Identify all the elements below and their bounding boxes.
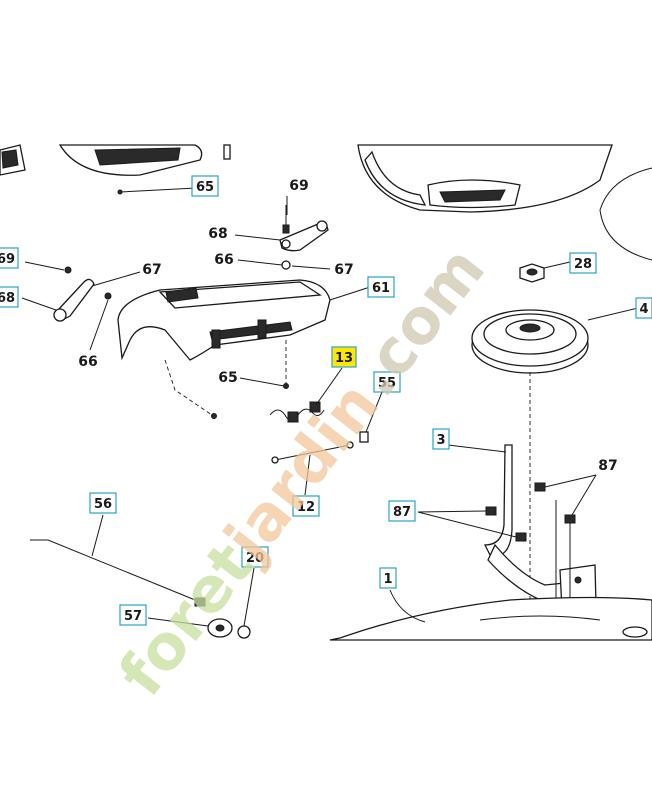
leader-line [24, 261, 65, 271]
deck-part-1 [329, 596, 652, 641]
nut-part-28 [519, 263, 545, 283]
callout-12: 12 [297, 500, 315, 515]
clip-part-20 [237, 625, 251, 639]
leader-line [571, 474, 597, 516]
top-left-part [0, 144, 203, 176]
watermark-part-2: jardin [208, 368, 393, 576]
fastener-icon [283, 383, 289, 389]
leader-line [119, 187, 197, 193]
leader-line [89, 299, 109, 351]
fastener-icon [211, 413, 217, 419]
callout-66-left: 66 [78, 354, 97, 370]
rod-part-12 [271, 441, 354, 464]
callout-55: 55 [378, 376, 396, 391]
leader-line [315, 367, 343, 406]
callout-13-highlighted: 13 [335, 351, 353, 366]
leader-line [243, 567, 255, 627]
leader-line [237, 259, 283, 266]
leader-line [21, 297, 57, 311]
pulley-part-4 [471, 309, 589, 374]
spring-part-13 [269, 401, 325, 423]
assembly-line [164, 359, 213, 416]
leader-line [239, 377, 285, 387]
fastener-icon [117, 189, 123, 195]
callout-1: 1 [383, 572, 392, 587]
callout-3: 3 [436, 433, 445, 448]
callout-87-left: 87 [393, 505, 411, 520]
leader-line [417, 511, 517, 538]
leader-line [417, 510, 487, 513]
leader-line [365, 391, 383, 433]
callout-28: 28 [574, 257, 592, 272]
callout-69: 69 [289, 178, 308, 194]
callout-4: 4 [639, 302, 648, 317]
callout-68-left: 68 [0, 291, 15, 306]
callout-69-left: 69 [0, 252, 15, 267]
callout-87-right: 87 [598, 458, 617, 474]
leader-line [91, 514, 104, 557]
callout-68: 68 [208, 226, 227, 242]
callout-61: 61 [372, 281, 390, 296]
deck-cover-part [357, 144, 613, 213]
leader-line [291, 265, 331, 270]
leader-line [447, 444, 507, 453]
belt-part [599, 167, 652, 261]
callout-65: 65 [196, 180, 214, 195]
callout-66: 66 [214, 252, 233, 268]
leader-line [587, 307, 639, 321]
rod-part-56 [30, 539, 206, 607]
leader-line [544, 474, 597, 488]
callout-67-left: 67 [142, 262, 161, 278]
leader-line [389, 589, 426, 623]
bolt-icon [223, 144, 231, 160]
washer-part-57 [207, 618, 233, 638]
leader-line [543, 261, 571, 269]
linkage-part-left [53, 266, 112, 322]
callout-20: 20 [246, 551, 264, 566]
leader-line [147, 617, 209, 627]
callout-57: 57 [124, 609, 142, 624]
callouts: 65 69 68 66 67 61 28 4 69 67 68 66 65 13… [0, 175, 652, 626]
leader-line [91, 271, 141, 287]
bracket-rod-part-3 [483, 444, 597, 611]
callout-67: 67 [334, 262, 353, 278]
leader-line [329, 286, 371, 301]
shroud-part-61 [117, 279, 331, 361]
bolt-part-87 [485, 482, 576, 542]
bracket-part-55 [359, 431, 369, 443]
leader-line [234, 234, 281, 241]
callout-65-center: 65 [218, 370, 237, 386]
leader-line [304, 454, 311, 496]
watermark-part-3: .com [338, 233, 499, 410]
callout-56: 56 [94, 497, 112, 512]
